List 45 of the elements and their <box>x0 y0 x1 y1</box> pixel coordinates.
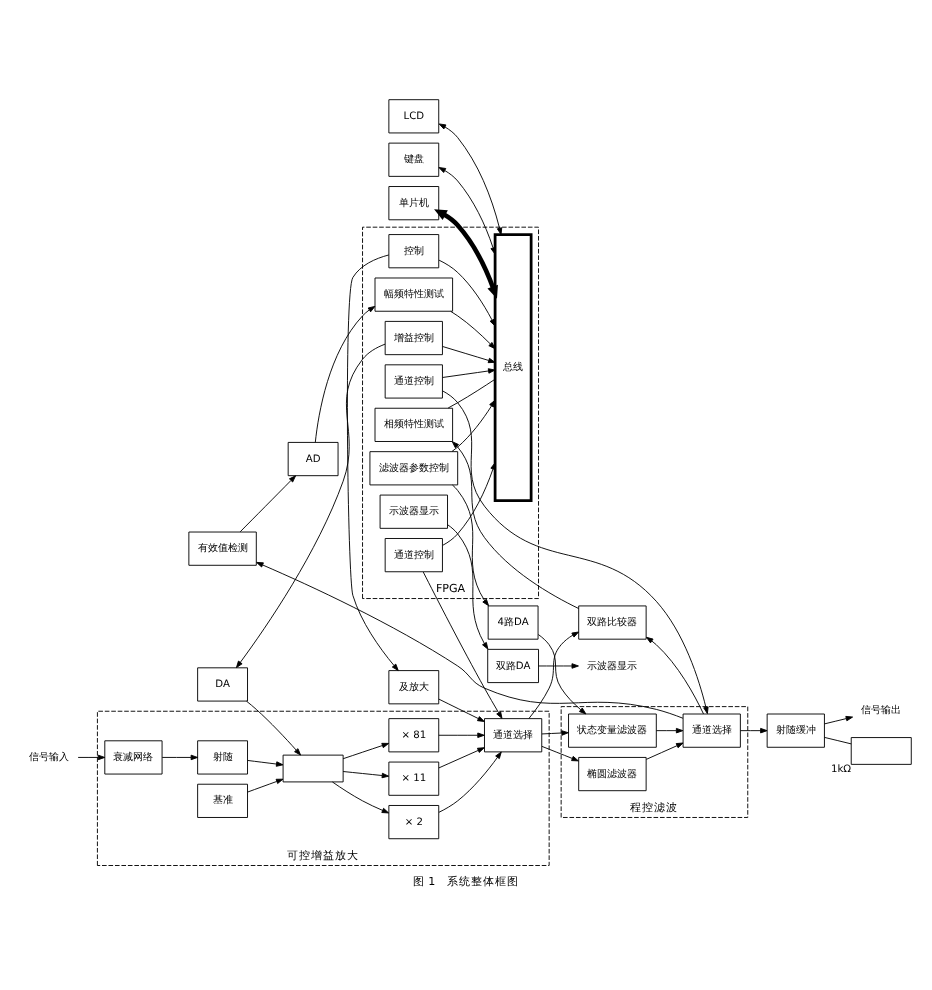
arrow <box>331 780 390 813</box>
arrow <box>438 258 496 326</box>
arrow <box>541 729 569 735</box>
arrow <box>655 726 684 733</box>
arrow <box>346 253 399 670</box>
connector <box>824 735 852 744</box>
arrow <box>239 474 297 532</box>
arrow <box>256 560 684 718</box>
arrow <box>451 398 496 451</box>
arrow <box>246 699 301 755</box>
arrow <box>247 777 284 792</box>
arrow <box>528 630 580 718</box>
arrow <box>342 741 390 759</box>
connector <box>447 377 496 408</box>
arrow <box>438 746 485 768</box>
arrow <box>247 759 284 766</box>
arrow <box>314 304 376 442</box>
node-box <box>850 736 912 764</box>
arrow <box>740 726 768 733</box>
arrow <box>438 166 496 254</box>
arrow <box>447 523 489 649</box>
arrow <box>342 770 390 778</box>
arrow <box>451 483 490 606</box>
arrow <box>451 440 580 608</box>
arrow <box>438 122 503 234</box>
arrow <box>541 744 579 761</box>
arrow <box>645 741 684 759</box>
arrow <box>442 345 496 363</box>
arrow <box>824 714 854 724</box>
arrow <box>450 310 496 349</box>
arrow <box>442 389 709 714</box>
arrow <box>442 461 496 545</box>
arrow <box>442 367 496 377</box>
arrow <box>438 697 485 721</box>
arrow <box>537 633 587 714</box>
arrow <box>538 662 579 668</box>
arrow <box>77 753 106 760</box>
arrow <box>235 342 386 668</box>
arrow <box>438 750 502 812</box>
arrow <box>422 570 503 718</box>
arrow <box>161 753 199 760</box>
node-box <box>282 753 344 782</box>
arrow <box>646 635 704 714</box>
arrow <box>438 731 485 737</box>
arrow <box>434 208 498 298</box>
